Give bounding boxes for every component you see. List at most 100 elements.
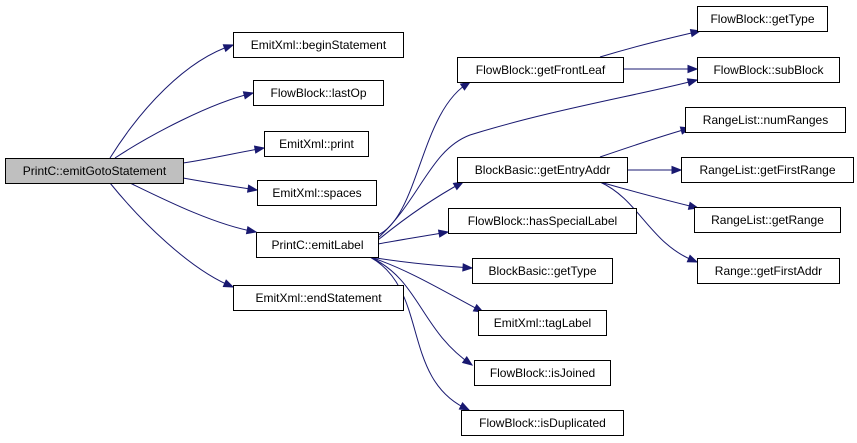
edge-emitGoto-to-spaces — [182, 177, 259, 193]
edge-getEntryAddr-to-getRange — [599, 181, 700, 210]
edge-line — [377, 181, 464, 241]
node-label: PrintC::emitLabel — [271, 238, 363, 252]
node-getFirstRange[interactable]: RangeList::getFirstRange — [681, 157, 854, 183]
edge-line — [129, 182, 257, 233]
node-getEntryAddr[interactable]: BlockBasic::getEntryAddr — [457, 157, 628, 183]
node-label: EmitXml::tagLabel — [494, 316, 591, 330]
node-tagLabel[interactable]: EmitXml::tagLabel — [478, 310, 607, 336]
edge-line — [377, 79, 698, 239]
arrowhead — [253, 145, 266, 154]
node-subBlock[interactable]: FlowBlock::subBlock — [697, 57, 840, 83]
node-print[interactable]: EmitXml::print — [264, 131, 369, 157]
arrowhead — [462, 263, 474, 272]
node-box[interactable] — [685, 107, 846, 133]
edge-getEntryAddr-to-getFirstAddr — [599, 181, 699, 263]
node-box[interactable] — [457, 157, 628, 183]
edge-emitGoto-to-emitLabel — [129, 182, 258, 235]
node-emitLabel[interactable]: PrintC::emitLabel — [256, 232, 379, 258]
node-box[interactable] — [472, 258, 613, 284]
arrowhead — [452, 181, 465, 191]
edge-line — [182, 177, 258, 191]
node-getFirstAddr[interactable]: Range::getFirstAddr — [697, 258, 840, 284]
edge-line — [599, 30, 701, 58]
edges-layer — [109, 29, 702, 411]
arrowhead — [686, 254, 699, 263]
edge-line — [377, 231, 449, 245]
node-label: FlowBlock::getType — [710, 12, 814, 26]
edge-emitGoto-to-beginStatement — [109, 44, 235, 159]
arrowhead — [246, 184, 259, 193]
arrowhead — [461, 356, 474, 366]
node-label: FlowBlock::isJoined — [490, 366, 595, 380]
edge-getFrontLeaf-to-subBlock — [623, 64, 699, 74]
edge-line — [182, 147, 265, 164]
node-box[interactable] — [257, 180, 377, 206]
node-label: RangeList::getFirstRange — [699, 163, 835, 177]
edge-line — [599, 127, 691, 158]
edge-emitLabel-to-subBlock — [377, 78, 699, 239]
node-getRange[interactable]: RangeList::getRange — [694, 207, 841, 233]
edge-getEntryAddr-to-getFirstRange — [627, 165, 683, 175]
arrowhead — [458, 401, 471, 411]
node-box[interactable] — [253, 80, 384, 106]
node-label: RangeList::getRange — [711, 213, 824, 227]
arrowhead — [459, 81, 472, 91]
edge-line — [369, 256, 473, 269]
node-box[interactable] — [461, 410, 624, 436]
arrowhead — [437, 229, 450, 238]
edge-getFrontLeaf-to-fbGetType — [599, 29, 702, 58]
edge-line — [599, 181, 698, 263]
edge-line — [369, 256, 484, 313]
node-box[interactable] — [474, 360, 611, 386]
node-isDuplicated[interactable]: FlowBlock::isDuplicated — [461, 410, 624, 436]
arrowhead — [687, 64, 699, 74]
node-box[interactable] — [697, 6, 828, 32]
node-box[interactable] — [478, 310, 607, 336]
edge-line — [369, 256, 473, 366]
node-label: EmitXml::endStatement — [255, 291, 382, 305]
arrowhead — [245, 226, 258, 235]
edge-line — [109, 182, 234, 288]
node-label: FlowBlock::subBlock — [713, 63, 824, 77]
node-emitGoto[interactable]: PrintC::emitGotoStatement — [5, 158, 184, 184]
node-spaces[interactable]: EmitXml::spaces — [257, 180, 377, 206]
node-box[interactable] — [697, 258, 840, 284]
node-numRanges[interactable]: RangeList::numRanges — [685, 107, 846, 133]
node-label: FlowBlock::getFrontLeaf — [476, 63, 606, 77]
node-box[interactable] — [233, 32, 404, 58]
edge-line — [369, 256, 470, 411]
edge-emitGoto-to-endStatement — [109, 182, 235, 288]
node-box[interactable] — [457, 57, 624, 83]
node-box[interactable] — [233, 285, 404, 311]
node-box[interactable] — [264, 131, 369, 157]
arrowhead — [242, 91, 255, 100]
node-label: FlowBlock::isDuplicated — [479, 416, 606, 430]
node-box[interactable] — [5, 158, 184, 184]
node-beginStatement[interactable]: EmitXml::beginStatement — [233, 32, 404, 58]
arrowhead — [671, 165, 683, 175]
node-hasSpecialLabel[interactable]: FlowBlock::hasSpecialLabel — [448, 208, 637, 234]
node-label: BlockBasic::getType — [488, 264, 596, 278]
node-label: FlowBlock::hasSpecialLabel — [468, 214, 617, 228]
node-box[interactable] — [697, 57, 840, 83]
node-box[interactable] — [256, 232, 379, 258]
node-label: EmitXml::beginStatement — [251, 38, 387, 52]
node-label: EmitXml::spaces — [272, 186, 361, 200]
node-endStatement[interactable]: EmitXml::endStatement — [233, 285, 404, 311]
node-label: Range::getFirstAddr — [715, 264, 822, 278]
node-lastOp[interactable]: FlowBlock::lastOp — [253, 80, 384, 106]
edge-emitLabel-to-isJoined — [369, 256, 474, 366]
edge-line — [109, 44, 234, 159]
node-box[interactable] — [448, 208, 637, 234]
node-fbGetType[interactable]: FlowBlock::getType — [697, 6, 828, 32]
node-box[interactable] — [681, 157, 854, 183]
edge-emitGoto-to-lastOp — [114, 91, 255, 159]
node-getFrontLeaf[interactable]: FlowBlock::getFrontLeaf — [457, 57, 624, 83]
node-box[interactable] — [694, 207, 841, 233]
nodes-layer: PrintC::emitGotoStatement EmitXml::beginS… — [5, 6, 854, 436]
node-isJoined[interactable]: FlowBlock::isJoined — [474, 360, 611, 386]
edge-emitLabel-to-isDuplicated — [369, 256, 471, 411]
node-bbGetType[interactable]: BlockBasic::getType — [472, 258, 613, 284]
edge-emitLabel-to-bbGetType — [369, 256, 474, 272]
